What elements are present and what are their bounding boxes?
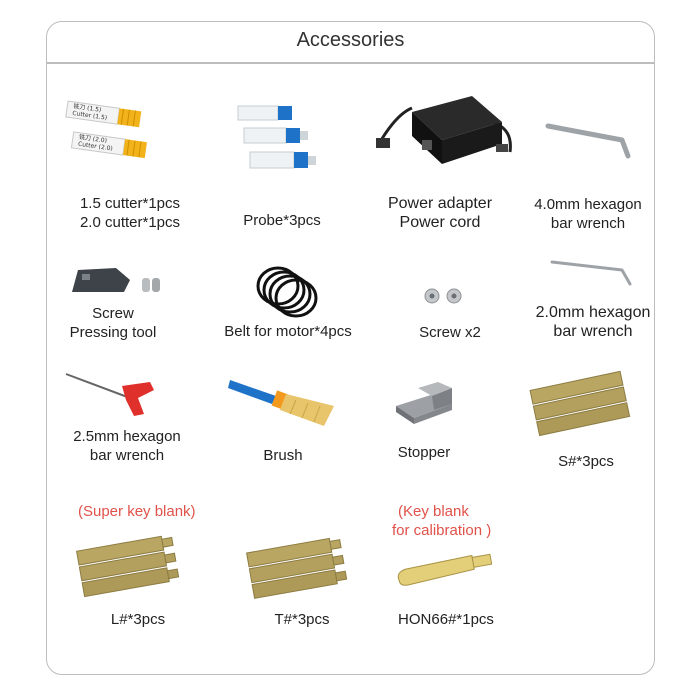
hex2-line-2: bar wrench [553, 323, 633, 340]
stopper-label: Stopper [388, 443, 460, 462]
t-blank-image [246, 537, 348, 599]
s-blank-image [529, 370, 631, 437]
l-blank-line-1: L#*3pcs [110, 611, 166, 628]
hon66-blank-image [397, 553, 493, 586]
power-line-2: Power cord [399, 214, 481, 231]
hex4-label: 4.0mm hexagon bar wrench [523, 195, 653, 233]
hex2-label: 2.0mm hexagon bar wrench [523, 303, 663, 341]
hex25-line-2: bar wrench [89, 447, 165, 464]
hex-wrench-2mm-image [550, 260, 632, 286]
t-blank-line-1: T#*3pcs [274, 611, 330, 628]
header-divider [46, 62, 655, 64]
pressing-line-1: Screw [92, 305, 134, 322]
hon66-line-1: HON66#*1pcs [398, 611, 494, 628]
super-key-blank-note: (Super key blank) [78, 503, 196, 520]
brush-line-1: Brush [263, 447, 303, 464]
accessories-frame [46, 21, 655, 675]
screw-label: Screw x2 [400, 323, 500, 342]
cutters-line-2: 2.0 cutter*1pcs [79, 214, 181, 231]
cutters-line-1: 1.5 cutter*1pcs [79, 195, 181, 212]
hon66-label: HON66#*1pcs [386, 610, 506, 629]
cutter-1-5-en: Cutter (1.5) [72, 110, 108, 122]
hex4-line-2: bar wrench [550, 215, 626, 232]
s-blank-line-1: S#*3pcs [558, 453, 614, 470]
belt-image [256, 266, 318, 318]
pressing-label: Screw Pressing tool [58, 304, 168, 342]
cutter-1-5-cn: 铣刀 (1.5) [73, 102, 102, 114]
screw-line-1: Screw x2 [419, 324, 481, 341]
brush-label: Brush [248, 446, 318, 465]
hex2-line-1: 2.0mm hexagon [535, 304, 651, 321]
belt-label: Belt for motor*4pcs [216, 322, 360, 341]
power-label: Power adapter Power cord [370, 194, 510, 232]
cutters-image: 铣刀 (1.5) Cutter (1.5) 铣刀 (2.0) Cutter (2… [65, 100, 147, 159]
hex25-label: 2.5mm hexagon bar wrench [62, 427, 192, 465]
power-adapter-image [376, 96, 512, 164]
l-blank-image [76, 535, 180, 598]
s-blank-label: S#*3pcs [546, 452, 626, 471]
t-blank-label: T#*3pcs [262, 610, 342, 629]
screw-image [424, 288, 462, 304]
probe-line-1: Probe*3pcs [243, 212, 321, 229]
page-title: Accessories [296, 29, 405, 51]
calibration-note-line-1: (Key blank [398, 503, 469, 520]
pressing-tool-image [72, 268, 160, 292]
stopper-image [396, 382, 452, 424]
cutter-2-0-cn: 铣刀 (2.0) [79, 133, 108, 145]
cutters-label: 1.5 cutter*1pcs 2.0 cutter*1pcs [60, 194, 200, 232]
hex-wrench-4mm-image [545, 123, 631, 159]
calibration-note-line-2: for calibration ) [392, 522, 492, 539]
probe-image [237, 105, 316, 169]
l-blank-label: L#*3pcs [98, 610, 178, 629]
hex25-line-1: 2.5mm hexagon [73, 428, 181, 445]
pressing-line-2: Pressing tool [69, 324, 157, 341]
hex4-line-1: 4.0mm hexagon [534, 196, 642, 213]
cutter-2-0-en: Cutter (2.0) [78, 141, 114, 153]
probe-label: Probe*3pcs [222, 211, 342, 230]
hex-wrench-2-5mm-image [65, 373, 154, 416]
power-line-1: Power adapter [387, 195, 493, 212]
belt-line-1: Belt for motor*4pcs [224, 323, 352, 340]
stopper-line-1: Stopper [397, 444, 451, 461]
brush-image [228, 380, 334, 426]
